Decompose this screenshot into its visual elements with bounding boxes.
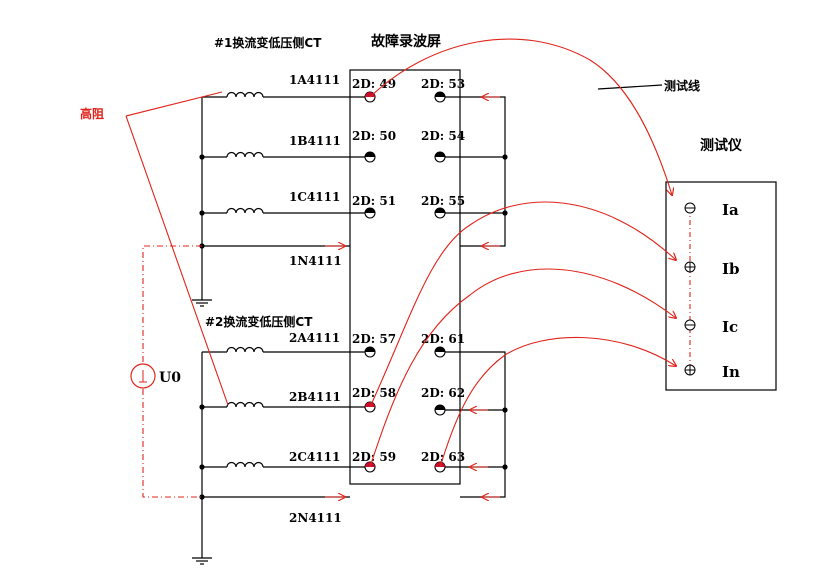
ct2-line-a: 2A4111 [289,331,340,345]
high-resistance-label: 高阻 [80,106,104,121]
ct1-line-a: 1A4111 [289,73,340,87]
high-resistance-leaders [125,91,229,406]
terminal-ic: Ic [722,318,738,336]
ct2-c-coil [226,461,264,468]
ct1-line-c: 1C4111 [289,190,340,204]
test-wire-label: 测试线 [664,78,700,93]
terminal-block-left: 2D: 49 2D: 50 2D: 51 2D: 57 2D: 58 2D: 5… [352,77,396,473]
ct2-line-b: 2B4111 [289,390,341,404]
terminal-ib: Ib [722,260,740,278]
terminal-53: 2D: 53 [421,77,465,91]
terminal-55: 2D: 55 [421,194,465,208]
terminal-50: 2D: 50 [352,129,396,143]
terminal-in: In [722,363,740,381]
ct1-title: #1换流变低压侧CT [214,35,322,50]
ct1-a-coil [226,91,264,98]
terminal-59: 2D: 59 [352,450,396,464]
recorder-title: 故障录波屏 [371,33,441,50]
terminal-62: 2D: 62 [421,386,465,400]
voltage-source-u0 [130,245,202,498]
ct2-a-coil [226,346,264,353]
ct1-group [192,91,508,307]
terminal-icons-right [434,91,446,473]
ct1-line-b: 1B4111 [289,134,341,148]
test-wire-leader [597,84,663,90]
instrument-title: 测试仪 [700,137,743,154]
test-wires [325,38,676,497]
voltage-source-label: U0 [159,370,181,386]
test-instrument-box [665,181,777,391]
ct2-title: #2换流变低压侧CT [205,314,313,329]
ct1-b-coil [226,151,264,158]
terminal-ia: Ia [722,201,739,219]
terminal-51: 2D: 51 [352,194,396,208]
terminal-61: 2D: 61 [421,332,465,346]
instrument-terminals [684,202,696,376]
ct1-line-n: 1N4111 [289,254,342,268]
ct1-c-coil [226,207,264,214]
ct2-b-coil [226,401,264,408]
ct2-line-n: 2N4111 [289,511,342,525]
terminal-block-right: 2D: 53 2D: 54 2D: 55 2D: 61 2D: 62 2D: 6… [421,77,465,473]
terminal-49: 2D: 49 [352,77,396,91]
terminal-58: 2D: 58 [352,386,396,400]
terminal-icons-left [364,91,376,473]
ct2-line-c: 2C4111 [289,450,340,464]
terminal-54: 2D: 54 [421,129,465,143]
terminal-57: 2D: 57 [352,332,396,346]
